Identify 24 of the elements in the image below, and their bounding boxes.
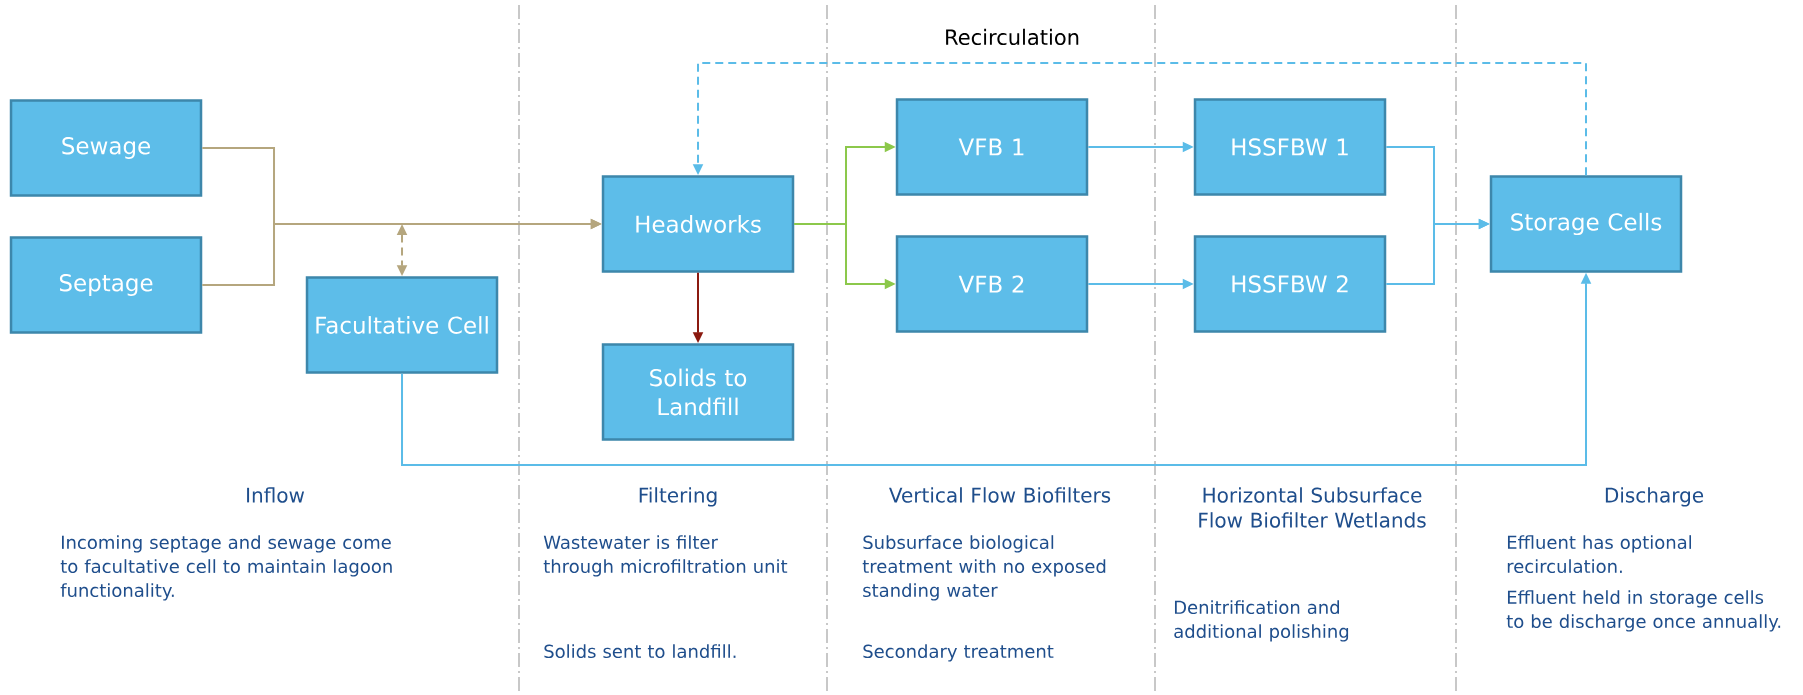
description-text: Subsurface biological treatment with no exposed standing water [862, 535, 1106, 601]
process-box: Facultative Cell [305, 276, 499, 374]
process-box: Sewage [9, 99, 203, 197]
process-box: Storage Cells [1489, 175, 1683, 273]
description-text: Incoming septage and sewage come to facultative cell to maintain lagoon functionality. [60, 535, 392, 601]
section-heading: Discharge [1605, 487, 1704, 507]
process-box: HSSFBW 2 [1193, 235, 1387, 333]
edge-label: Recirculation [942, 26, 1082, 48]
section-heading: Horizontal Subsurface Flow Biofilter Wetlands [1199, 487, 1426, 528]
section-heading: Vertical Flow Biofilters [889, 487, 1111, 503]
process-box: HSSFBW 1 [1193, 98, 1387, 196]
process-box: Solids to Landfill [601, 343, 795, 441]
description-text: Effluent held in storage cells to be discharge once annually. [1506, 590, 1781, 632]
section-heading: Filtering [639, 487, 717, 507]
description-text: Denitrification and additional polishing [1174, 600, 1349, 642]
process-box: VFB 2 [895, 235, 1089, 333]
process-box: VFB 1 [895, 98, 1089, 196]
description-text: Solids sent to landfill. [544, 644, 736, 659]
process-box: Headworks [601, 175, 795, 273]
process-box: Septage [9, 236, 203, 334]
description-text: Wastewater is filter through microfiltration unit [543, 535, 788, 577]
description-text: Effluent has optional recirculation. [1507, 535, 1692, 574]
section-heading: Inflow [247, 487, 305, 503]
description-text: Secondary treatment [863, 644, 1054, 662]
